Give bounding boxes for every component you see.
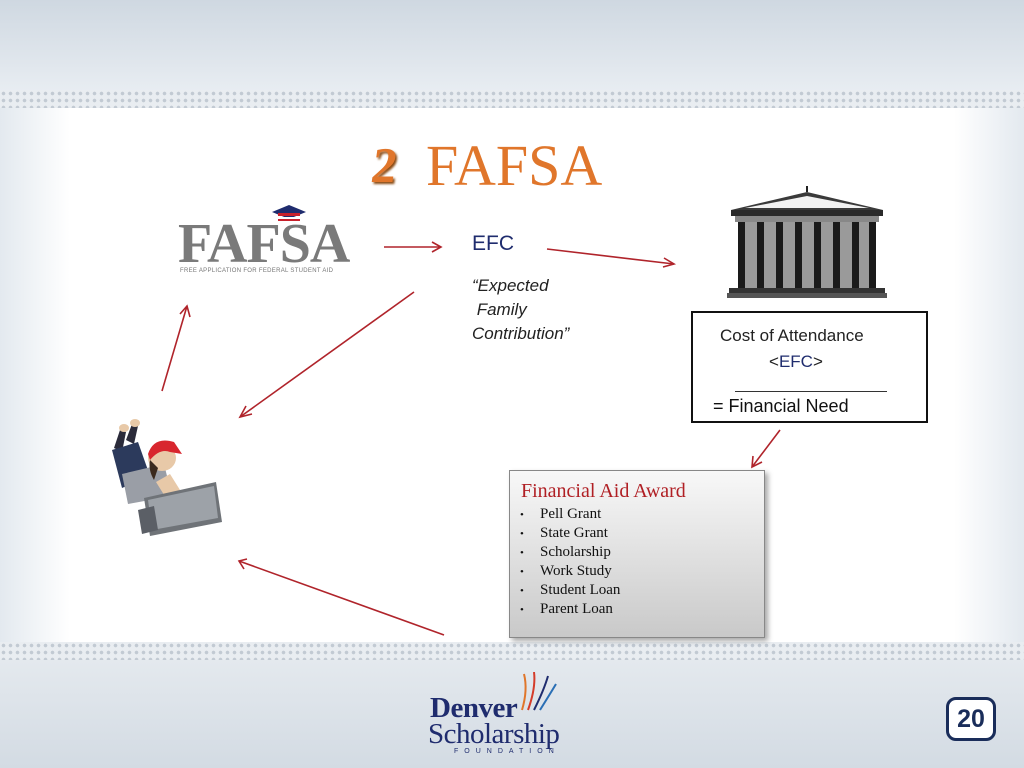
flow-arrow-head	[237, 558, 248, 570]
logo-text-foundation: FOUNDATION	[454, 748, 560, 755]
bullet-icon: •	[520, 585, 524, 597]
bullet-icon: •	[520, 566, 524, 578]
logo-text-scholarship: Scholarship	[428, 718, 560, 750]
bullet-icon: •	[520, 509, 524, 521]
efc-subtraction: <EFC>	[769, 352, 823, 372]
dotted-divider-bottom	[0, 642, 1024, 662]
award-item-label: State Grant	[540, 525, 608, 541]
list-item: • Parent Loan	[520, 600, 620, 619]
flow-arrow	[161, 305, 188, 392]
award-item-label: Work Study	[540, 563, 612, 579]
award-item-label: Scholarship	[540, 544, 611, 560]
financial-need-result: = Financial Need	[713, 396, 849, 416]
cost-of-attendance-label: Cost of Attendance	[720, 326, 864, 345]
list-item: • Student Loan	[520, 581, 620, 600]
cost-of-attendance-box: Cost of Attendance <EFC> = Financial Nee…	[691, 311, 928, 423]
bullet-icon: •	[520, 528, 524, 540]
efc-label: EFC	[472, 232, 514, 255]
sum-rule-line	[735, 391, 887, 392]
flame-icon	[521, 672, 557, 711]
efc-definition: “Expected Family Contribution”	[472, 276, 570, 343]
flow-arrow	[751, 429, 781, 468]
list-item: • Work Study	[520, 562, 620, 581]
flow-arrow-head	[751, 455, 763, 469]
award-list: • Pell Grant • State Grant • Scholarship • W…	[520, 505, 620, 619]
flow-arrow	[239, 291, 415, 418]
efc-close-bracket: >	[812, 352, 823, 371]
slide-title: FAFSA	[426, 133, 603, 198]
flow-arrow	[238, 560, 445, 636]
list-item: • Pell Grant	[520, 505, 620, 524]
graduation-cap-flag-icon	[272, 205, 306, 221]
fafsa-logo: FAFSA FREE APPLICATION FOR FEDERAL STUDE…	[178, 202, 356, 284]
award-item-label: Student Loan	[540, 582, 621, 598]
student-with-laptop-image	[112, 419, 222, 536]
financial-aid-award-box: Financial Aid Award • Pell Grant • State G…	[509, 470, 765, 638]
award-item-label: Parent Loan	[540, 601, 613, 617]
logo-text-denver: Denver	[430, 692, 518, 724]
header-band	[0, 0, 1024, 92]
award-item-label: Pell Grant	[540, 506, 602, 522]
efc-word: EFC	[778, 352, 813, 371]
list-item: • State Grant	[520, 524, 620, 543]
list-item: • Scholarship	[520, 543, 620, 562]
dotted-divider-top	[0, 90, 1024, 110]
efc-open-bracket: <	[769, 352, 779, 371]
footer-band	[0, 660, 1024, 768]
flow-arrow-head	[179, 304, 191, 318]
fafsa-logo-word: FAFSA	[178, 213, 350, 275]
capitol-building-icon	[727, 186, 887, 298]
flow-arrow-head	[662, 257, 677, 268]
fafsa-logo-tagline: FREE APPLICATION FOR FEDERAL STUDENT AID	[180, 268, 334, 274]
flow-arrow-head	[238, 405, 253, 419]
flow-arrow-head	[431, 241, 443, 253]
bullet-icon: •	[520, 547, 524, 559]
award-title: Financial Aid Award	[521, 480, 686, 502]
bullet-icon: •	[520, 604, 524, 616]
page-number-badge: 20	[946, 697, 996, 741]
flow-arrow	[546, 248, 675, 265]
denver-scholarship-logo: Denver Scholarship FOUNDATION	[428, 672, 608, 758]
